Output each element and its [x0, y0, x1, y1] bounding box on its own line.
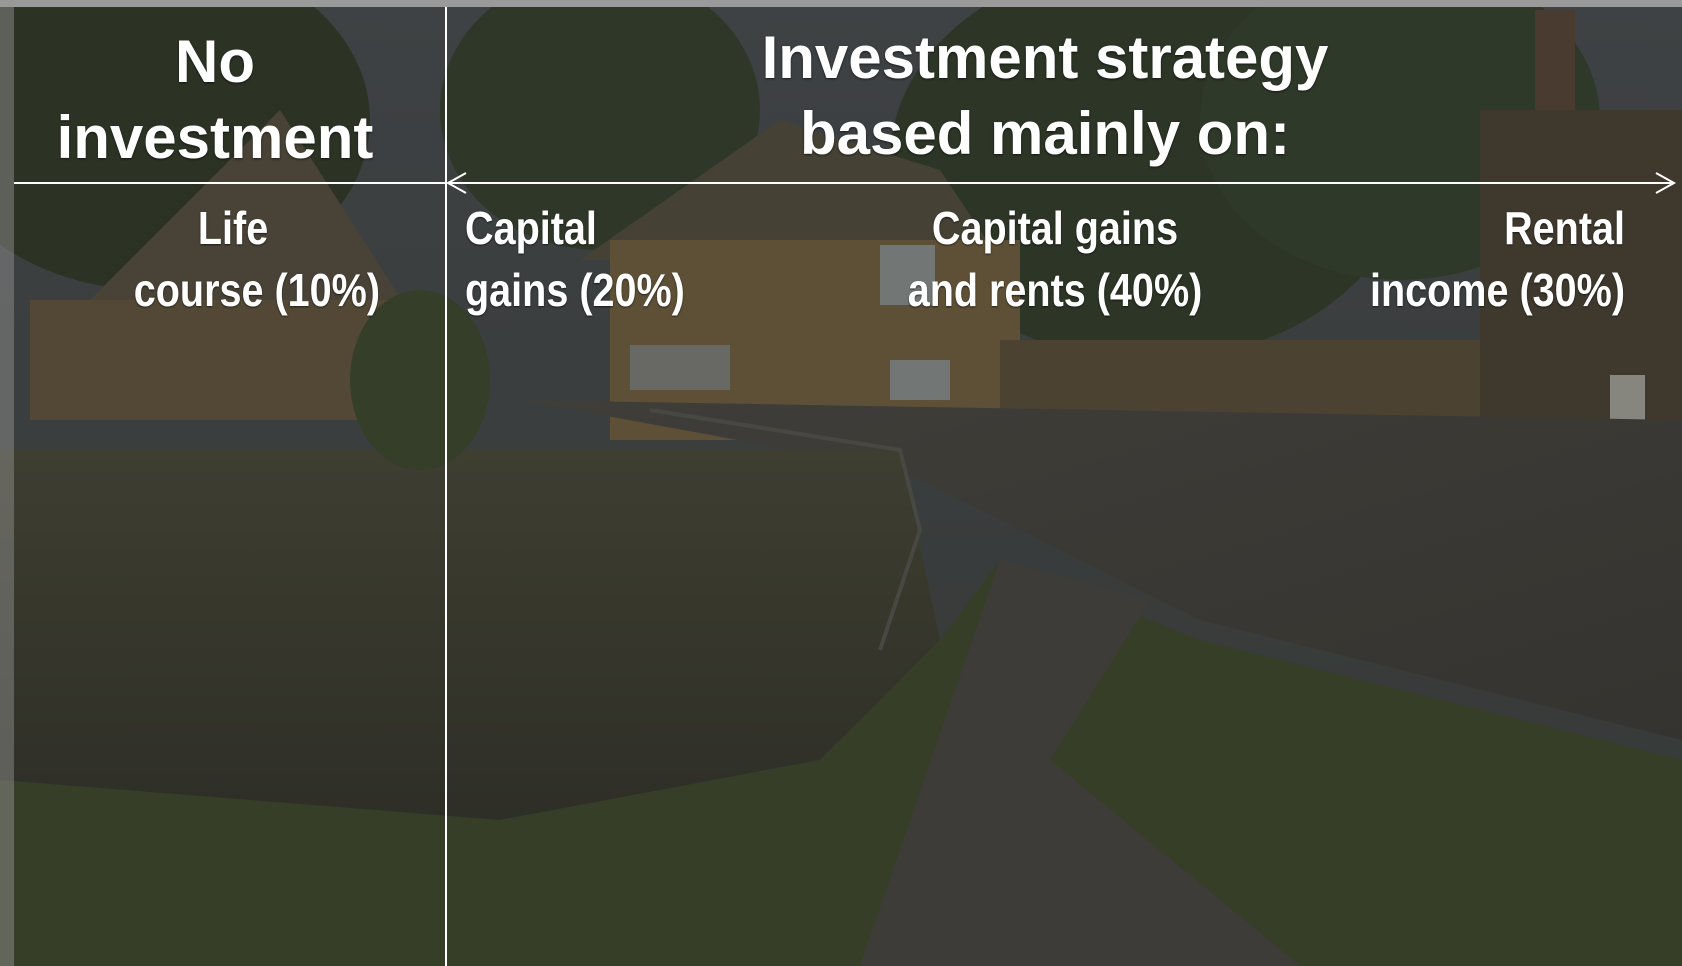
arrow-head-right-icon — [1655, 172, 1677, 194]
category-capital-gains-line2: gains (20%) — [465, 264, 685, 316]
category-capital-gains-and-rents-line1: Capital gains — [931, 202, 1179, 254]
category-life-course-line2: course (10%) — [133, 264, 380, 316]
header-no-investment-line1: No — [175, 28, 255, 95]
header-investment-strategy-line1: Investment strategy — [761, 24, 1329, 91]
category-capital-gains-line1: Capital — [465, 202, 597, 254]
category-capital-gains-and-rents-line2: and rents (40%) — [907, 264, 1203, 316]
category-life-course-line1: Life — [197, 202, 269, 254]
category-rental-income-line2: income (30%) — [1369, 264, 1625, 316]
category-capital-gains-and-rents: Capital gains and rents (40%) — [883, 197, 1227, 321]
header-investment-strategy-line2: based mainly on: — [799, 100, 1291, 167]
arrow-head-left-icon — [445, 172, 467, 194]
header-no-investment: No investment — [14, 24, 416, 176]
header-investment-strategy: Investment strategy based mainly on: — [430, 20, 1660, 172]
category-rental-income: Rental income (30%) — [1315, 197, 1625, 321]
header-no-investment-line2: investment — [56, 104, 374, 171]
top-border — [0, 0, 1682, 7]
category-life-course: Life course (10%) — [105, 197, 380, 321]
left-border — [0, 0, 14, 966]
category-rental-income-line1: Rental — [1504, 202, 1625, 254]
category-capital-gains: Capital gains (20%) — [465, 197, 740, 321]
